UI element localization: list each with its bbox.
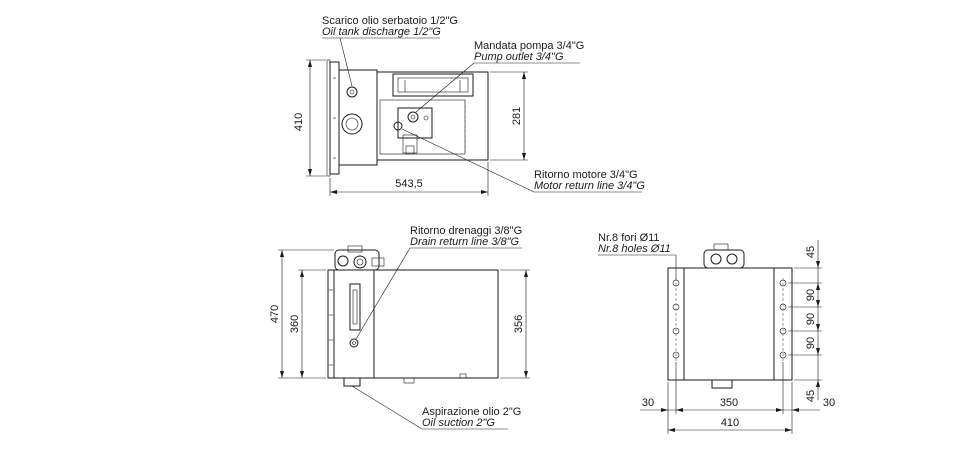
- side-top-dim: 45: [805, 246, 817, 258]
- oil-discharge-label-en: Oil tank discharge 1/2"G: [322, 26, 441, 38]
- front-view-flange: [327, 269, 335, 379]
- side-view-pump: [703, 249, 745, 269]
- side-view-suction: [711, 379, 733, 389]
- oil-suction-label-it: Aspirazione olio 2"G: [422, 406, 521, 418]
- side-view-tank: [683, 267, 775, 381]
- mounting-holes: [672, 278, 787, 362]
- motor-return-label-it: Ritorno motore 3/4"G: [534, 169, 638, 181]
- front-height-right-dim: 356: [513, 315, 525, 333]
- side-left-offset-dim: 30: [642, 397, 654, 409]
- front-height-inner-dim: 360: [289, 315, 301, 333]
- motor-return-port: [393, 121, 403, 131]
- side-bottom-dim: 45: [805, 390, 817, 402]
- top-view-valve-block: [397, 107, 433, 139]
- top-height-dim: 410: [293, 113, 305, 131]
- side-total-width-dim: 410: [721, 417, 739, 429]
- side-inner-width-dim: 350: [720, 397, 738, 409]
- pump-outlet-label-it: Mandata pompa 3/4"G: [474, 40, 584, 52]
- top-view-body: [376, 71, 489, 161]
- front-view-dimensions: 470 360 356: [269, 249, 530, 379]
- oil-suction-label-en: Oil suction 2"G: [422, 417, 495, 429]
- motor-return-label-en: Motor return line 3/4"G: [534, 180, 645, 192]
- front-view-callouts: Ritorno drenaggi 3/8"G Drain return line…: [351, 225, 522, 430]
- side-view-callouts: Nr.8 fori Ø11 Nr.8 holes Ø11: [598, 232, 677, 280]
- front-view: [327, 245, 499, 387]
- pump-outlet-port: [407, 111, 419, 123]
- front-height-dim: 470: [269, 305, 281, 323]
- top-height-inner-dim: 281: [511, 107, 523, 125]
- drain-return-port: [349, 338, 359, 348]
- side-right-offset-dim: 30: [823, 397, 835, 409]
- oil-discharge-label-it: Scarico olio serbatoio 1/2"G: [322, 15, 458, 27]
- drain-return-label-en: Drain return line 3/8"G: [410, 236, 520, 248]
- side-90-a-dim: 90: [805, 289, 817, 301]
- oil-suction-port: [343, 377, 361, 387]
- pump-outlet-label-en: Pump outlet 3/4"G: [474, 51, 564, 63]
- holes-label-it: Nr.8 fori Ø11: [598, 232, 660, 244]
- side-view-plate: [667, 267, 793, 381]
- drain-return-label-it: Ritorno drenaggi 3/8"G: [410, 225, 522, 237]
- top-view-callouts: Scarico olio serbatoio 1/2"G Oil tank di…: [322, 15, 645, 193]
- holes-label-en: Nr.8 holes Ø11: [598, 243, 671, 255]
- top-view-dimensions: 410 281 543,5: [293, 59, 528, 196]
- top-width-dim: 543,5: [395, 178, 423, 190]
- side-90-b-dim: 90: [805, 313, 817, 325]
- level-gauge: [349, 283, 361, 331]
- side-view-dimensions: 45 90 90 90 45 30 350 30 410: [640, 240, 835, 434]
- oil-discharge-port: [346, 86, 358, 98]
- oil-filler-cap: [341, 113, 363, 135]
- side-90-c-dim: 90: [805, 337, 817, 349]
- side-view: [667, 243, 793, 389]
- front-view-body: [373, 269, 499, 379]
- top-view: [326, 59, 489, 177]
- top-view-motor: [392, 73, 474, 97]
